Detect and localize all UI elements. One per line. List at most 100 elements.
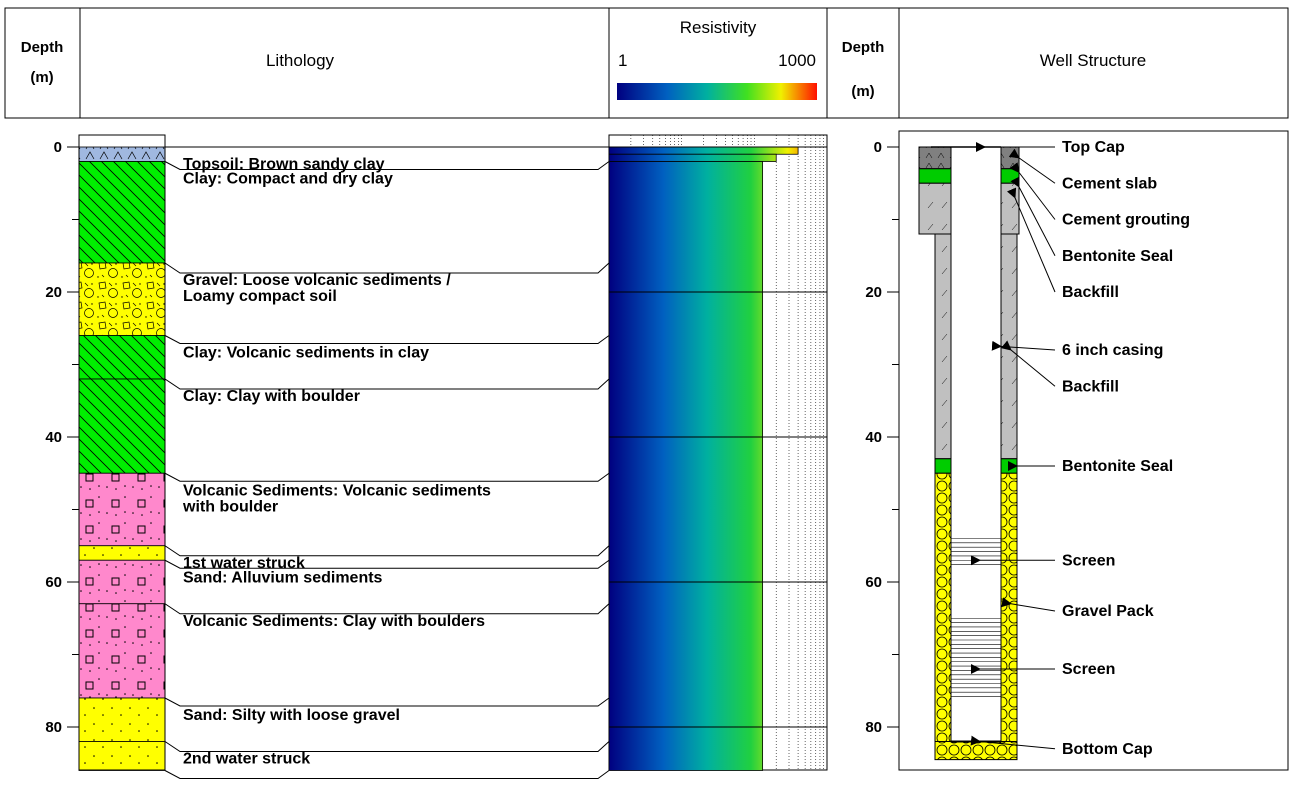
well-label: Backfill xyxy=(1062,378,1119,395)
cement-grout-left xyxy=(918,168,952,184)
lithology-header: Lithology xyxy=(266,51,335,70)
depth-axis-left: 0 20 40 60 80 xyxy=(45,139,80,770)
resistivity-bar xyxy=(608,146,799,155)
well-label: Cement slab xyxy=(1062,175,1157,192)
well-label-arrow xyxy=(970,735,1056,750)
lithology-label: Clay: Clay with boulder xyxy=(183,388,360,405)
well-label: Bentonite Seal xyxy=(1062,458,1173,475)
lithology-divider xyxy=(164,378,610,390)
gravel-pack-left xyxy=(934,472,952,750)
resistivity-bar xyxy=(608,153,777,162)
lithology-unit-sand xyxy=(78,697,166,742)
well-label: 6 inch casing xyxy=(1062,342,1163,359)
resistivity-bar xyxy=(608,161,764,771)
lithology-unit-volcanic xyxy=(78,472,166,547)
lithology-divider xyxy=(164,741,610,752)
depth-tick-label-left: 0 xyxy=(54,139,62,156)
depth2-header-unit: (m) xyxy=(851,83,874,100)
cement-slab-right xyxy=(1000,146,1020,170)
lithology-unit-clay xyxy=(78,378,166,474)
lithology-divider xyxy=(164,545,610,557)
lithology-label: Clay: Volcanic sediments in clay xyxy=(183,345,429,362)
lithology-label: 2nd water struck xyxy=(183,751,310,768)
casing-interior xyxy=(950,146,1002,742)
well-label-arrow xyxy=(1000,340,1056,387)
backfill-top-right xyxy=(1000,182,1020,235)
well-label: Screen xyxy=(1062,661,1115,678)
lithology-unit-topsoil xyxy=(78,146,166,162)
resistivity-max-label: 1000 xyxy=(778,51,816,70)
lithology-label: Clay: Compact and dry clay xyxy=(183,171,393,188)
gravel-pack-right xyxy=(1000,472,1018,750)
cement-grout-right xyxy=(1000,168,1020,184)
resistivity-bars xyxy=(608,146,799,771)
lithology-divider xyxy=(164,161,610,170)
well-label: Backfill xyxy=(1062,284,1119,301)
lithology-column-frame xyxy=(78,134,166,771)
bentonite-seal-right xyxy=(1000,458,1018,474)
well-label: Cement grouting xyxy=(1062,212,1190,229)
depth-header-unit: (m) xyxy=(30,69,53,86)
lithology-label: Sand: Alluvium sediments xyxy=(183,569,383,586)
well-label-arrow xyxy=(1008,148,1056,184)
well-label: Bottom Cap xyxy=(1062,741,1153,758)
well-label: Gravel Pack xyxy=(1062,603,1154,620)
resistivity-depth-lines xyxy=(609,146,827,728)
lithology-unit-clay xyxy=(78,335,166,380)
lithology-divider xyxy=(164,335,610,344)
depth-tick-label-right: 40 xyxy=(865,429,882,446)
lithology-unit-sand xyxy=(78,741,166,771)
lithology-label: Gravel: Loose volcanic sediments / xyxy=(183,272,451,289)
depth-tick-label-right: 60 xyxy=(865,574,882,591)
depth-header-title: Depth xyxy=(21,39,64,56)
lithology-label: with boulder xyxy=(182,498,278,515)
depth-tick-label-left: 80 xyxy=(45,719,62,736)
backfill-top-left xyxy=(918,182,952,235)
well-label: Bentonite Seal xyxy=(1062,248,1173,265)
well-label-arrow xyxy=(1010,176,1056,256)
well-label: Top Cap xyxy=(1062,139,1125,156)
lithology-label: Volcanic Sediments: Volcanic sediments xyxy=(183,482,491,499)
depth-axis-right: 0 20 40 60 80 xyxy=(865,139,900,770)
depth-tick-label-right: 20 xyxy=(865,284,882,301)
depth-tick-label-left: 20 xyxy=(45,284,62,301)
lithology-unit-gravel xyxy=(78,262,166,336)
lithology-unit-volcanic xyxy=(78,559,166,605)
lithology-divider xyxy=(164,770,610,779)
depth-tick-label-left: 60 xyxy=(45,574,62,591)
lithology-label: 1st water struck xyxy=(183,555,305,572)
lithology-divider xyxy=(164,697,610,707)
lithology-label: Volcanic Sediments: Clay with boulders xyxy=(183,613,485,630)
depth-tick-label-right: 0 xyxy=(874,139,882,156)
well-label: Screen xyxy=(1062,552,1115,569)
lithology-unit-clay xyxy=(78,161,166,264)
lithology-column xyxy=(78,146,166,771)
resistivity-header: Resistivity xyxy=(680,18,757,37)
depth-tick-label-right: 80 xyxy=(865,719,882,736)
depth2-header-title: Depth xyxy=(842,39,885,56)
lithology-label: Topsoil: Brown sandy clay xyxy=(183,156,385,173)
well-label-arrow xyxy=(1001,597,1056,612)
depth-tick-label-left: 40 xyxy=(45,429,62,446)
resistivity-min-label: 1 xyxy=(618,51,627,70)
well-label-arrow xyxy=(1009,162,1056,220)
cement-slab-left xyxy=(918,146,952,170)
backfill-left xyxy=(934,233,952,460)
well-label-arrow xyxy=(1006,187,1056,293)
lithology-divider xyxy=(164,559,610,569)
well-diagram xyxy=(918,146,1020,761)
lithology-unit-volcanic xyxy=(78,603,166,699)
lithology-divider xyxy=(164,472,610,482)
well-structure-header: Well Structure xyxy=(1040,51,1146,70)
header: Depth (m) Lithology Resistivity 1 1000 D… xyxy=(4,7,1289,119)
lithology-unit-sand xyxy=(78,545,166,561)
bentonite-seal-left xyxy=(934,458,952,474)
lithology-divider xyxy=(164,603,610,615)
lithology-label: Loamy compact soil xyxy=(183,288,337,305)
resistivity-colorbar xyxy=(617,83,817,100)
lithology-divider xyxy=(164,262,610,274)
lithology-label: Sand: Silty with loose gravel xyxy=(183,707,400,724)
